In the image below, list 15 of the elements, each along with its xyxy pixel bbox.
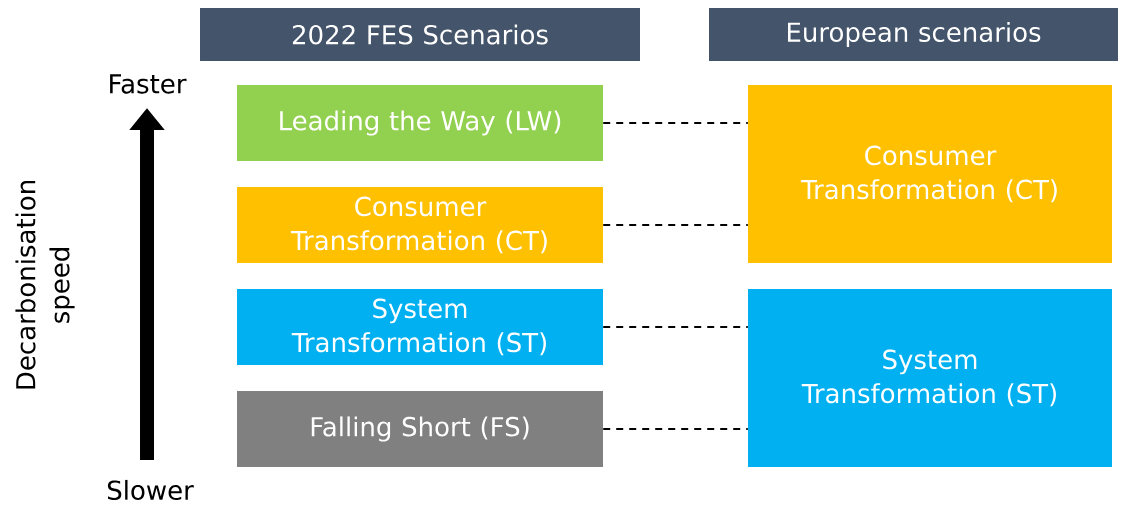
axis-title: Decarbonisation speed bbox=[15, 181, 75, 389]
scenario-box: Consumer Transformation (CT) bbox=[748, 85, 1112, 263]
scenario-box: Leading the Way (LW) bbox=[237, 85, 603, 161]
dashed-connector bbox=[602, 224, 749, 226]
header-box: 2022 FES Scenarios bbox=[200, 8, 640, 61]
scenario-box: Falling Short (FS) bbox=[237, 391, 603, 467]
dashed-connector bbox=[602, 326, 749, 328]
dashed-connector bbox=[602, 122, 749, 124]
header-box: European scenarios bbox=[709, 8, 1118, 61]
axis-label: Faster bbox=[110, 74, 187, 94]
dashed-connector bbox=[602, 428, 749, 430]
axis-label: Slower bbox=[107, 479, 194, 501]
scenario-box: System Transformation (ST) bbox=[748, 289, 1112, 467]
scenario-box: System Transformation (ST) bbox=[237, 289, 603, 365]
scenario-box: Consumer Transformation (CT) bbox=[237, 187, 603, 263]
